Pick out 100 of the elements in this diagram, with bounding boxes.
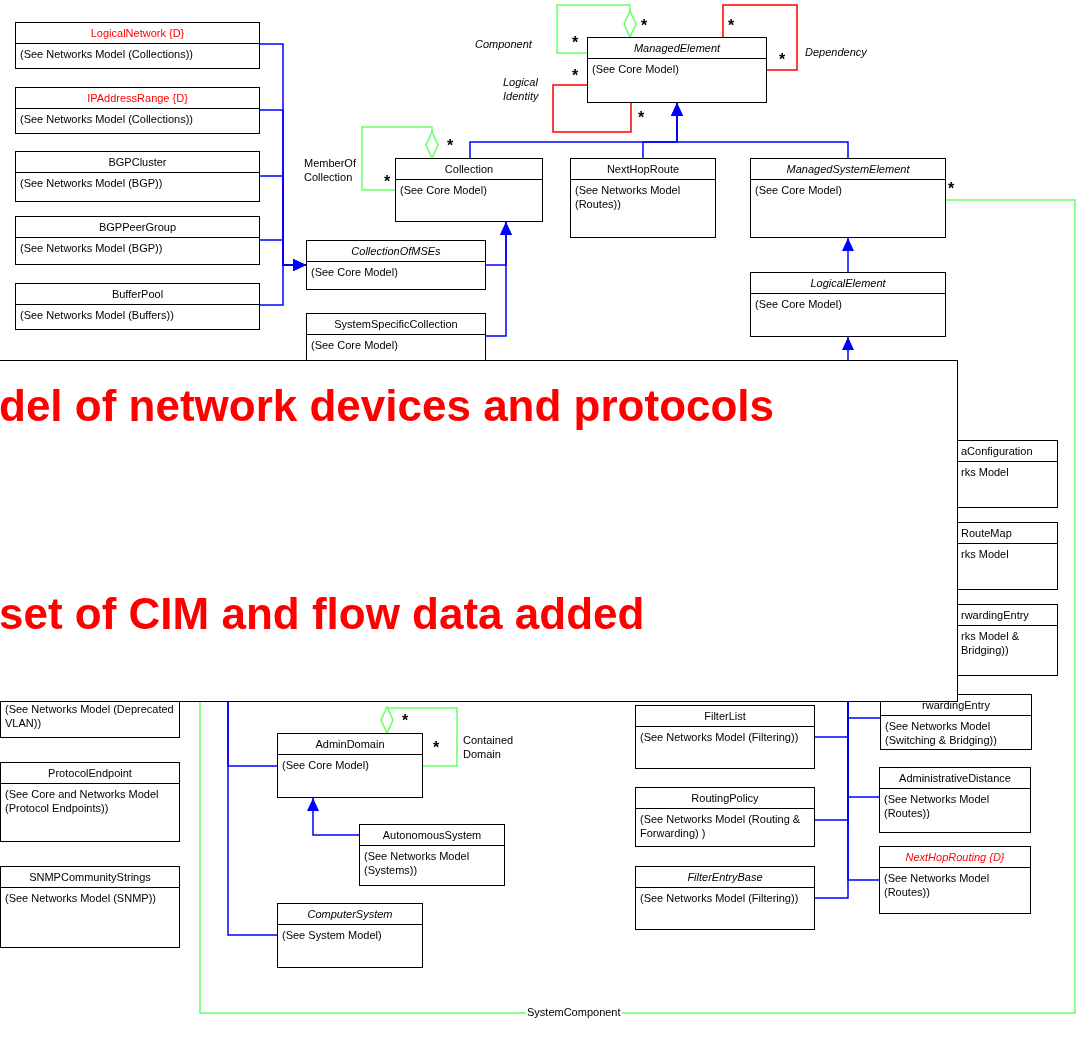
multiplicity-label: * [779, 53, 786, 67]
class-note: (See Networks Model (Collections)) [19, 47, 194, 62]
class-name: SystemSpecificCollection [307, 314, 485, 335]
class-box [15, 151, 260, 202]
class-note: rks Model [960, 547, 1010, 562]
class-box [880, 694, 1032, 750]
generalization-arrow [485, 221, 512, 337]
class-box [277, 903, 423, 968]
class-name: FilterList [636, 706, 814, 727]
class-name: BGPCluster [16, 152, 259, 173]
class-box [750, 272, 946, 337]
multiplicity-label: * [641, 19, 648, 33]
class-name: LogicalElement [751, 273, 945, 294]
class-name: BGPPeerGroup [16, 217, 259, 238]
class-note: (See Networks Model (Deprecated VLAN)) [4, 702, 175, 731]
multiplicity-label: * [948, 182, 955, 196]
class-name: NextHopRoute [571, 159, 715, 180]
class-note: (See Core Model) [591, 62, 680, 77]
class-note: (See Networks Model (Filtering)) [639, 730, 800, 745]
multiplicity-label: * [433, 741, 440, 755]
class-note: (See Networks Model (Routing & Forwarding) ) [639, 812, 802, 841]
edge-label: SystemComponent [526, 1005, 622, 1019]
class-name: NextHopRouting {D} [880, 847, 1030, 868]
overlay-panel [0, 360, 958, 702]
class-name: SNMPCommunityStrings [1, 867, 179, 888]
class-note: (See Networks Model (Routes)) [883, 792, 991, 821]
class-note: (See Core Model) [399, 183, 488, 198]
generalization-arrow [671, 102, 849, 159]
class-box [879, 846, 1031, 914]
class-note: (See System Model) [281, 928, 383, 943]
class-note: (See Networks Model (Routes)) [574, 183, 682, 212]
association-line [722, 4, 798, 71]
class-name: FilterEntryBase [636, 867, 814, 888]
class-note: rks Model & Bridging)) [960, 629, 1021, 658]
class-box [15, 216, 260, 265]
class-note: (See Core Model) [754, 183, 843, 198]
class-name: BufferPool [16, 284, 259, 305]
multiplicity-label: * [402, 714, 409, 728]
class-box [277, 733, 423, 798]
class-note: (See Networks Model (Systems)) [363, 849, 471, 878]
multiplicity-label: * [572, 69, 579, 83]
class-box [635, 705, 815, 769]
class-box [0, 866, 180, 948]
class-note: (See Networks Model (Buffers)) [19, 308, 175, 323]
generalization-arrow [259, 259, 307, 306]
association-line [199, 199, 1076, 1014]
multiplicity-label: * [638, 111, 645, 125]
class-name: AdministrativeDistance [880, 768, 1030, 789]
class-note: (See Networks Model (BGP)) [19, 241, 164, 256]
class-name: ManagedElement [588, 38, 766, 59]
multiplicity-label: * [572, 36, 579, 50]
multiplicity-label: * [384, 175, 391, 189]
edge-label: Component [474, 37, 533, 51]
class-box [395, 158, 543, 222]
class-name: RoutingPolicy [636, 788, 814, 809]
class-box [570, 158, 716, 238]
multiplicity-label: * [728, 19, 735, 33]
class-name: ManagedSystemElement [751, 159, 945, 180]
class-box [15, 22, 260, 69]
class-box [359, 824, 505, 886]
class-name: ComputerSystem [278, 904, 422, 925]
class-note: (See Core and Networks Model (Protocol Endpoints)) [4, 787, 160, 816]
class-name: AdminDomain [278, 734, 422, 755]
class-note: (See Networks Model (BGP)) [19, 176, 164, 191]
aggregation-line [556, 4, 637, 54]
class-note: (See Networks Model (Switching & Bridging)) [884, 719, 998, 748]
generalization-arrow [842, 237, 854, 273]
class-name: AutonomousSystem [360, 825, 504, 846]
multiplicity-label: * [447, 139, 454, 153]
class-name: IPAddressRange {D} [16, 88, 259, 109]
class-note: (See Networks Model (Collections)) [19, 112, 194, 127]
class-box [306, 240, 486, 290]
edge-label: Dependency [804, 45, 868, 59]
association-line [227, 701, 278, 936]
class-note: (See Core Model) [310, 265, 399, 280]
class-note: (See Core Model) [754, 297, 843, 312]
class-box [15, 283, 260, 330]
class-note: rks Model [960, 465, 1010, 480]
class-note: (See Core Model) [310, 338, 399, 353]
aggregation-line [361, 126, 439, 191]
class-box [635, 787, 815, 847]
class-box [587, 37, 767, 103]
generalization-arrow [842, 336, 854, 361]
class-name: CollectionOfMSEs [307, 241, 485, 262]
heading-text: set of CIM and flow data added [0, 589, 645, 639]
association-line [552, 84, 632, 133]
class-box [15, 87, 260, 134]
class-box [750, 158, 946, 238]
class-box [0, 762, 180, 842]
class-note: (See Core Model) [281, 758, 370, 773]
aggregation-line [380, 706, 458, 767]
class-name: Collection [396, 159, 542, 180]
class-name: ProtocolEndpoint [1, 763, 179, 784]
generalization-arrow [307, 797, 360, 836]
class-box [879, 767, 1031, 833]
class-name: LogicalNetwork {D} [16, 23, 259, 44]
association-line [847, 701, 880, 881]
class-box [635, 866, 815, 930]
class-note: (See Networks Model (Filtering)) [639, 891, 800, 906]
class-note: (See Networks Model (Routes)) [883, 871, 991, 900]
